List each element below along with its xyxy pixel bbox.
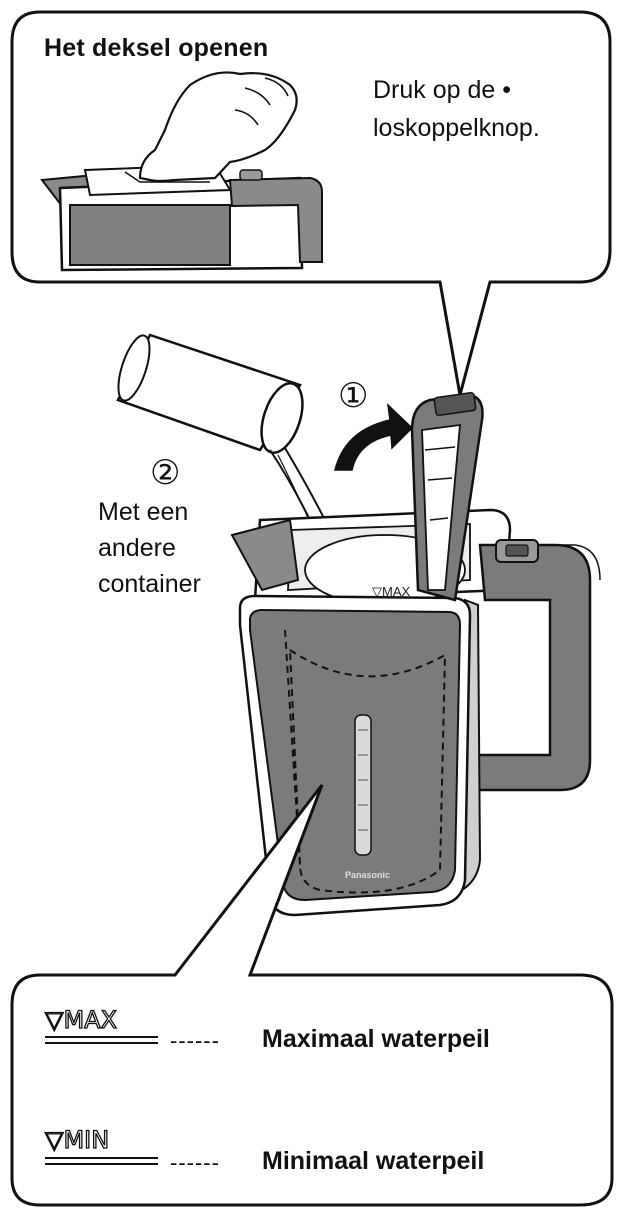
step2-label-line1: Met een bbox=[98, 498, 189, 526]
max-level-symbol: ▽MAX bbox=[44, 1005, 158, 1044]
min-symbol-text: ▽MIN bbox=[45, 1126, 109, 1154]
step2-label-line2: andere bbox=[98, 534, 176, 562]
open-lid bbox=[410, 391, 484, 602]
min-level-symbol: ▽MIN bbox=[44, 1125, 158, 1165]
max-leader-dashes: ------ bbox=[170, 1028, 220, 1053]
step1-marker: ① bbox=[338, 376, 368, 416]
pouring-container bbox=[116, 333, 304, 454]
step2-label-line3: container bbox=[98, 570, 201, 598]
callout-instruction-line1: Druk op de • bbox=[373, 76, 511, 104]
callout-instruction-line2: loskoppelknop. bbox=[373, 114, 540, 142]
max-level-label: Maximaal waterpeil bbox=[262, 1025, 490, 1053]
open-arrow-icon bbox=[334, 402, 414, 471]
min-level-label: Minimaal waterpeil bbox=[262, 1147, 485, 1175]
callout-title: Het deksel openen bbox=[44, 34, 269, 62]
step2-marker: ② bbox=[150, 453, 180, 493]
min-leader-dashes: ------ bbox=[170, 1150, 220, 1175]
level-legend-callout bbox=[10, 784, 614, 1207]
inner-max-mark: ▽MAX bbox=[372, 584, 410, 599]
max-symbol-text: ▽MAX bbox=[45, 1006, 117, 1034]
finger-icon bbox=[138, 71, 298, 183]
brand-logo: Panasonic bbox=[345, 870, 390, 880]
